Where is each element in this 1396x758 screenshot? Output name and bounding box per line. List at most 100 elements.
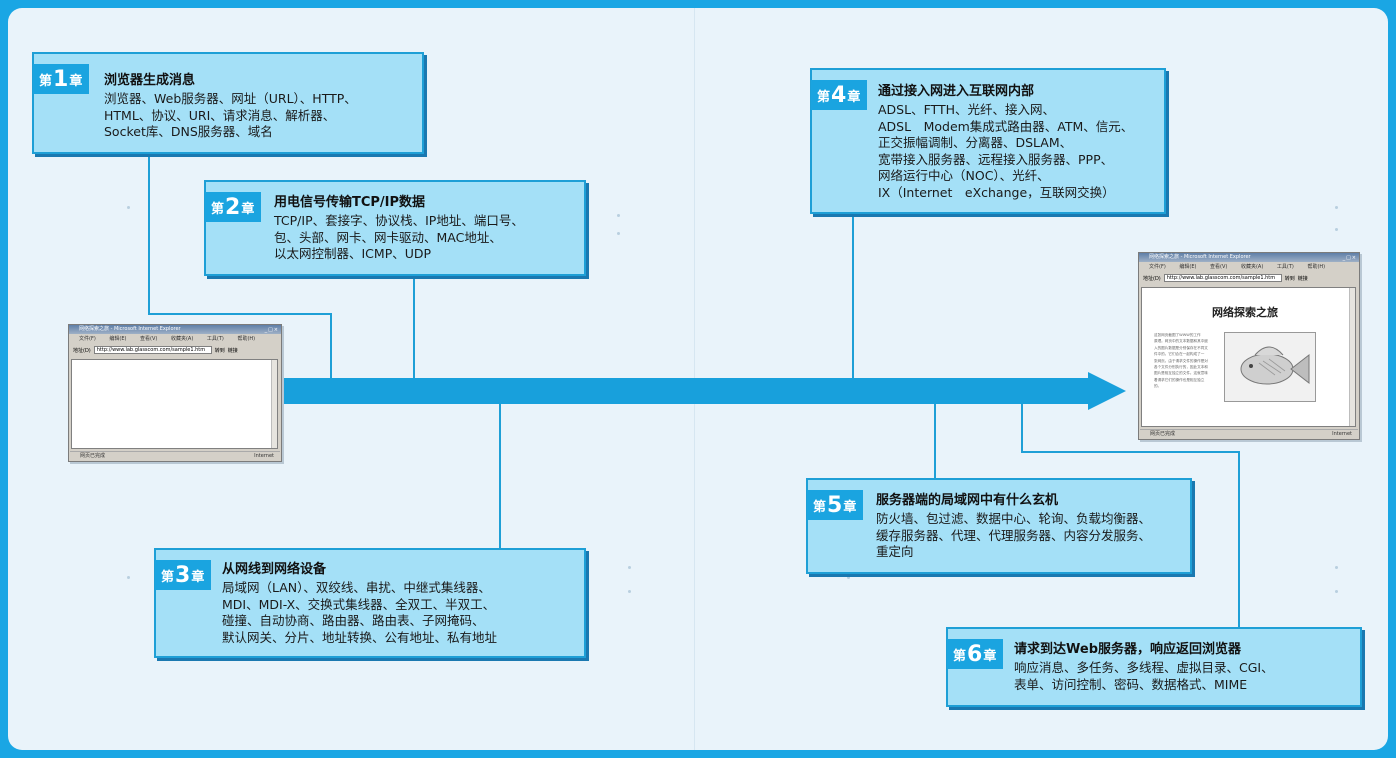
dot (847, 576, 850, 579)
badge-prefix: 第 (813, 499, 827, 515)
chapter-keywords: 浏览器、Web服务器、网址（URL）、HTTP、 HTML、协议、URI、请求消… (104, 91, 357, 139)
chapter-title: 用电信号传输TCP/IP数据 (274, 195, 426, 210)
badge-suffix: 章 (843, 499, 857, 515)
browser-menubar: 文件(F) 编辑(E) 查看(V) 收藏夹(A) 工具(T) 帮助(H) (69, 334, 281, 344)
chapter-title: 服务器端的局域网中有什么玄机 (876, 493, 1059, 508)
chapter-title: 通过接入网进入互联网内部 (878, 84, 1035, 99)
browser-menubar: 文件(F) 编辑(E) 查看(V) 收藏夹(A) 工具(T) 帮助(H) (1139, 262, 1359, 272)
browser-statusbar: 网页已完成 Internet (1140, 429, 1358, 438)
page-paragraph: 这张网页截图了WWW的工作 原理。网页中的文本数据和其中嵌 入的图片数据是分别保… (1154, 333, 1208, 389)
badge-number: 3 (175, 562, 191, 588)
menu-file[interactable]: 文件(F) (79, 336, 96, 342)
badge-prefix: 第 (953, 648, 967, 664)
address-label: 地址(D) (73, 347, 91, 354)
badge-prefix: 第 (817, 89, 831, 105)
chapter-keywords: 响应消息、多任务、多线程、虚拟目录、CGI、 表单、访问控制、密码、数据格式、M… (1014, 660, 1274, 692)
fish-photo (1224, 332, 1316, 402)
chapter-title: 从网线到网络设备 (222, 562, 327, 577)
dot (617, 232, 620, 235)
chapter-title: 请求到达Web服务器，响应返回浏览器 (1014, 642, 1241, 657)
browser-content (71, 359, 278, 449)
menu-favorites[interactable]: 收藏夹(A) (170, 336, 194, 342)
badge-number: 4 (831, 82, 847, 108)
browser-titlebar: 网络探索之旅 - Microsoft Internet Explorer _□× (69, 325, 281, 334)
connector-ch5 (934, 402, 936, 480)
dot (127, 206, 130, 209)
badge-suffix: 章 (983, 648, 997, 664)
badge-suffix: 章 (69, 73, 83, 89)
chapter-keywords: 防火墙、包过滤、数据中心、轮询、负载均衡器、 缓存服务器、代理、代理服务器、内容… (876, 511, 1152, 559)
badge-suffix: 章 (847, 89, 861, 105)
badge-prefix: 第 (211, 201, 225, 217)
badge-number: 1 (53, 66, 69, 92)
go-button[interactable]: 转到 (1284, 275, 1295, 282)
menu-view[interactable]: 查看(V) (1210, 264, 1228, 270)
zone-label: Internet (1332, 431, 1352, 437)
dot (628, 566, 631, 569)
connector-ch3 (499, 402, 501, 550)
dot (1335, 206, 1338, 209)
status-text: 网页已完成 (80, 453, 106, 459)
badge-suffix: 章 (241, 201, 255, 217)
chapter-keywords: ADSL、FTTH、光纤、接入网、 ADSL Modem集成式路由器、ATM、信… (878, 102, 1134, 200)
address-field[interactable]: http://www.lab.glasscom.com/sample1.htm (1163, 274, 1282, 282)
zone-label: Internet (254, 453, 274, 459)
menu-view[interactable]: 查看(V) (140, 336, 158, 342)
menu-help[interactable]: 帮助(H) (1307, 264, 1326, 270)
menu-tools[interactable]: 工具(T) (206, 336, 224, 342)
connector-ch1 (148, 313, 331, 315)
browser-statusbar: 网页已完成 Internet (70, 451, 280, 460)
flow-arrow-shaft (280, 378, 1090, 404)
chapter-keywords: TCP/IP、套接字、协议栈、IP地址、端口号、 包、头部、网卡、网卡驱动、MA… (274, 213, 524, 261)
badge-prefix: 第 (39, 73, 53, 89)
chapter-title: 浏览器生成消息 (104, 73, 196, 88)
menu-edit[interactable]: 编辑(E) (1179, 264, 1197, 270)
connector-ch6 (1021, 451, 1239, 453)
browser-addressbar: 地址(D) http://www.lab.glasscom.com/sample… (69, 344, 281, 356)
window-controls-icon: _□× (264, 327, 279, 333)
dot (617, 214, 620, 217)
menu-favorites[interactable]: 收藏夹(A) (1240, 264, 1264, 270)
dot (1335, 590, 1338, 593)
menu-tools[interactable]: 工具(T) (1276, 264, 1294, 270)
go-button[interactable]: 转到 (214, 347, 225, 354)
browser-title: 网络探索之旅 - Microsoft Internet Explorer (1149, 254, 1251, 260)
connector-ch1 (330, 313, 332, 380)
connector-ch1 (148, 152, 150, 314)
address-field[interactable]: http://www.lab.glasscom.com/sample1.htm (93, 346, 212, 354)
browser-window-server-page: 网络探索之旅 - Microsoft Internet Explorer _□×… (1138, 252, 1360, 440)
connector-ch6 (1238, 451, 1240, 629)
vertical-scrollbar[interactable] (271, 360, 277, 448)
browser-titlebar: 网络探索之旅 - Microsoft Internet Explorer _□× (1139, 253, 1359, 262)
connector-ch2 (413, 274, 415, 380)
menu-edit[interactable]: 编辑(E) (109, 336, 127, 342)
vertical-scrollbar[interactable] (1349, 288, 1355, 426)
connector-ch6 (1021, 396, 1023, 452)
browser-addressbar: 地址(D) http://www.lab.glasscom.com/sample… (1139, 272, 1359, 284)
dot (628, 590, 631, 593)
chapter-keywords: 局域网（LAN）、双绞线、串扰、中继式集线器、 MDI、MDI-X、交换式集线器… (222, 580, 498, 645)
menu-file[interactable]: 文件(F) (1149, 264, 1166, 270)
fish-icon (1240, 346, 1310, 385)
badge-suffix: 章 (191, 569, 205, 585)
dot (1335, 566, 1338, 569)
browser-window-client: 网络探索之旅 - Microsoft Internet Explorer _□×… (68, 324, 282, 462)
badge-prefix: 第 (161, 569, 175, 585)
address-label: 地址(D) (1143, 275, 1161, 282)
links-button[interactable]: 链接 (1297, 275, 1308, 282)
dot (1335, 228, 1338, 231)
menu-help[interactable]: 帮助(H) (237, 336, 256, 342)
badge-number: 2 (225, 194, 241, 220)
links-button[interactable]: 链接 (227, 347, 238, 354)
badge-number: 6 (967, 641, 983, 667)
